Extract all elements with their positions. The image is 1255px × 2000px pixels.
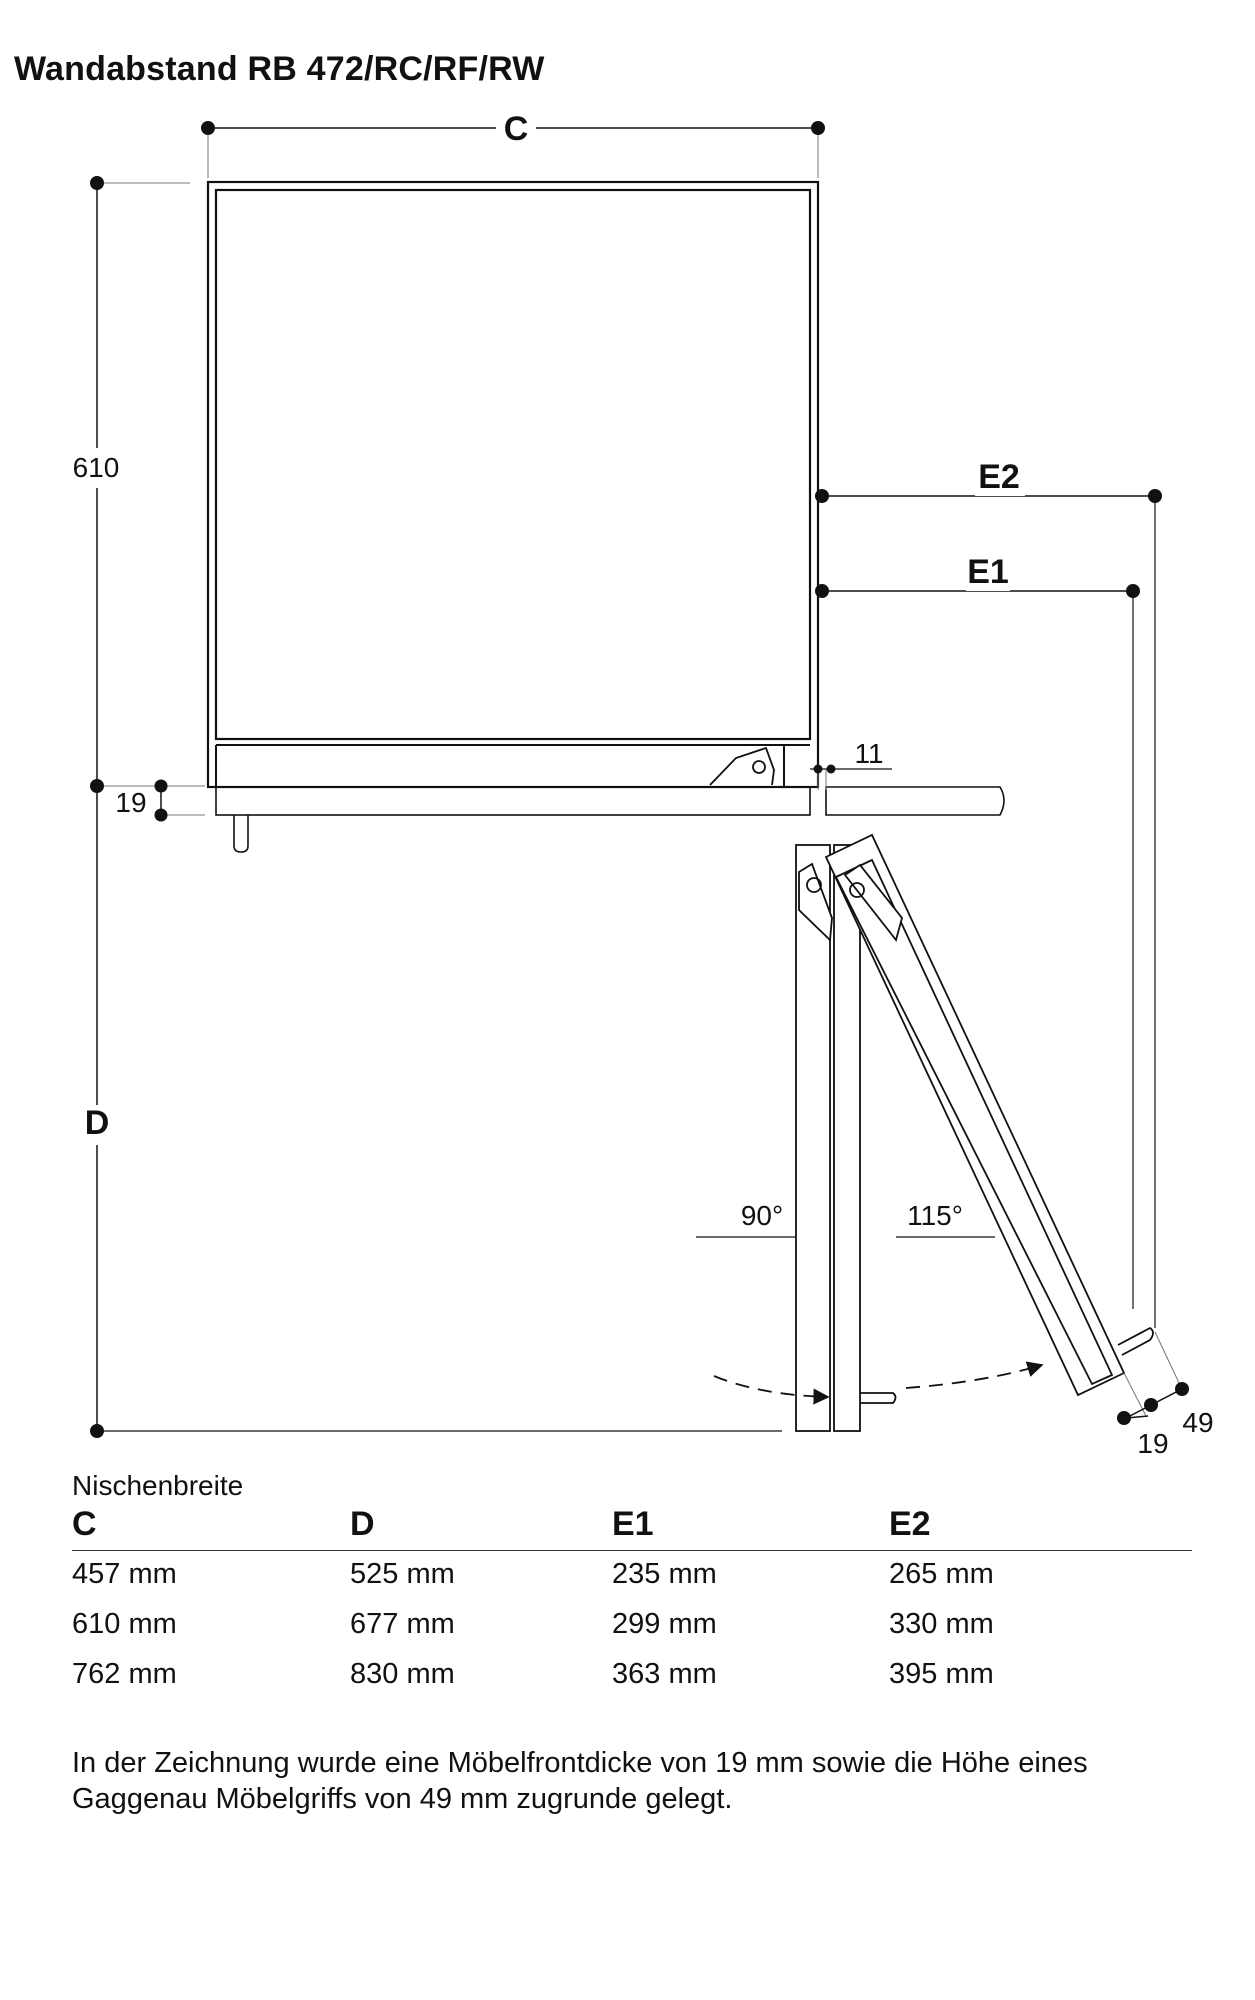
door-open-115 [824,833,1154,1397]
table-cell: 395 mm [889,1658,994,1690]
table-cell: 235 mm [612,1558,717,1590]
label-49-handle: 49 [1182,1407,1213,1438]
table-caption: Nischenbreite [72,1470,244,1501]
table-header-row: C D E1 E2 [72,1505,1192,1551]
table-row: 457 mm 525 mm 235 mm 265 mm [72,1551,1192,1602]
label-e2: E2 [978,458,1020,496]
page-title: Wandabstand RB 472/RC/RF/RW [14,50,545,88]
niche-width-table: C D E1 E2 457 mm 525 mm 235 mm 265 mm 61… [72,1505,1192,1701]
table-cell: 265 mm [889,1558,994,1590]
column-header-e1: E1 [612,1505,889,1551]
label-610: 610 [73,452,120,483]
dimension-d-line [65,176,782,1438]
table-cell: 762 mm [72,1658,177,1690]
dimension-front-handle [1117,1331,1189,1425]
column-header-c: C [72,1505,350,1551]
label-19-plinth: 19 [115,787,146,818]
dimension-19-plinth [154,779,205,822]
swing-arc [713,1361,1044,1405]
label-11: 11 [854,738,883,769]
table-cell: 457 mm [72,1558,177,1590]
label-angle-90: 90° [741,1200,783,1231]
door-open-90 [795,844,897,1432]
column-header-e2: E2 [889,1505,1192,1551]
table-cell: 299 mm [612,1608,717,1640]
hinge-top [709,746,775,786]
table-row: 610 mm 677 mm 299 mm 330 mm [72,1601,1192,1651]
table-row: 762 mm 830 mm 363 mm 395 mm [72,1651,1192,1701]
table-cell: 677 mm [350,1608,455,1640]
column-header-d: D [350,1505,612,1551]
label-c: C [504,110,529,148]
dimension-e1 [815,555,1140,1309]
installation-drawing: C 610 D 19 11 E2 E1 90° 115° 19 49 [65,110,1214,1459]
table-cell: 363 mm [612,1658,717,1690]
table-cell: 330 mm [889,1608,994,1640]
furniture-front-top [215,786,811,853]
dimension-11-gap [810,764,892,790]
dimension-e2 [815,460,1162,1328]
table-cell: 830 mm [350,1658,455,1690]
dimension-c [201,110,825,178]
table-cell: 525 mm [350,1558,455,1590]
adjacent-furniture [825,786,1005,816]
appliance-body [206,180,820,789]
label-19-front: 19 [1137,1428,1168,1459]
footnote: In der Zeichnung wurde eine Möbelfrontdi… [72,1747,1088,1815]
label-e1: E1 [967,553,1009,591]
table-cell: 610 mm [72,1608,177,1640]
label-d: D [85,1104,110,1142]
label-angle-115: 115° [907,1200,963,1231]
